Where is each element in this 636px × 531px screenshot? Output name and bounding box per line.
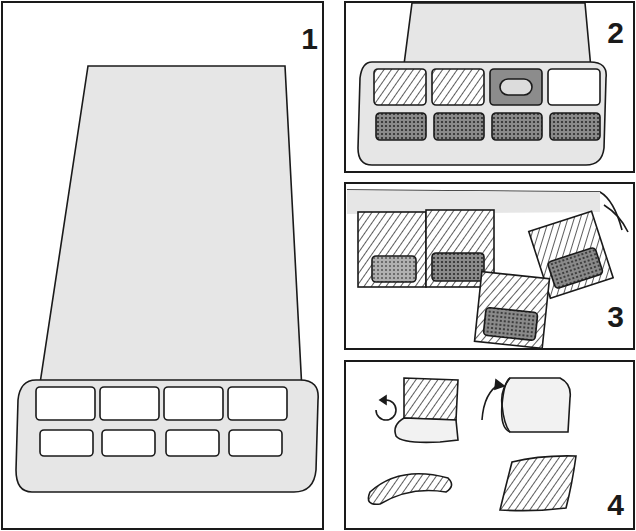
panel-2-tray: [358, 3, 606, 165]
panel-1-tray: [16, 66, 318, 492]
callout-number: 4: [607, 490, 624, 520]
callout-number: 3: [607, 302, 624, 332]
panel-4-rolls: [368, 378, 576, 511]
callout-number: 1: [301, 24, 318, 54]
panel-3-pieces: [347, 190, 628, 348]
callout-number: 2: [607, 18, 624, 48]
